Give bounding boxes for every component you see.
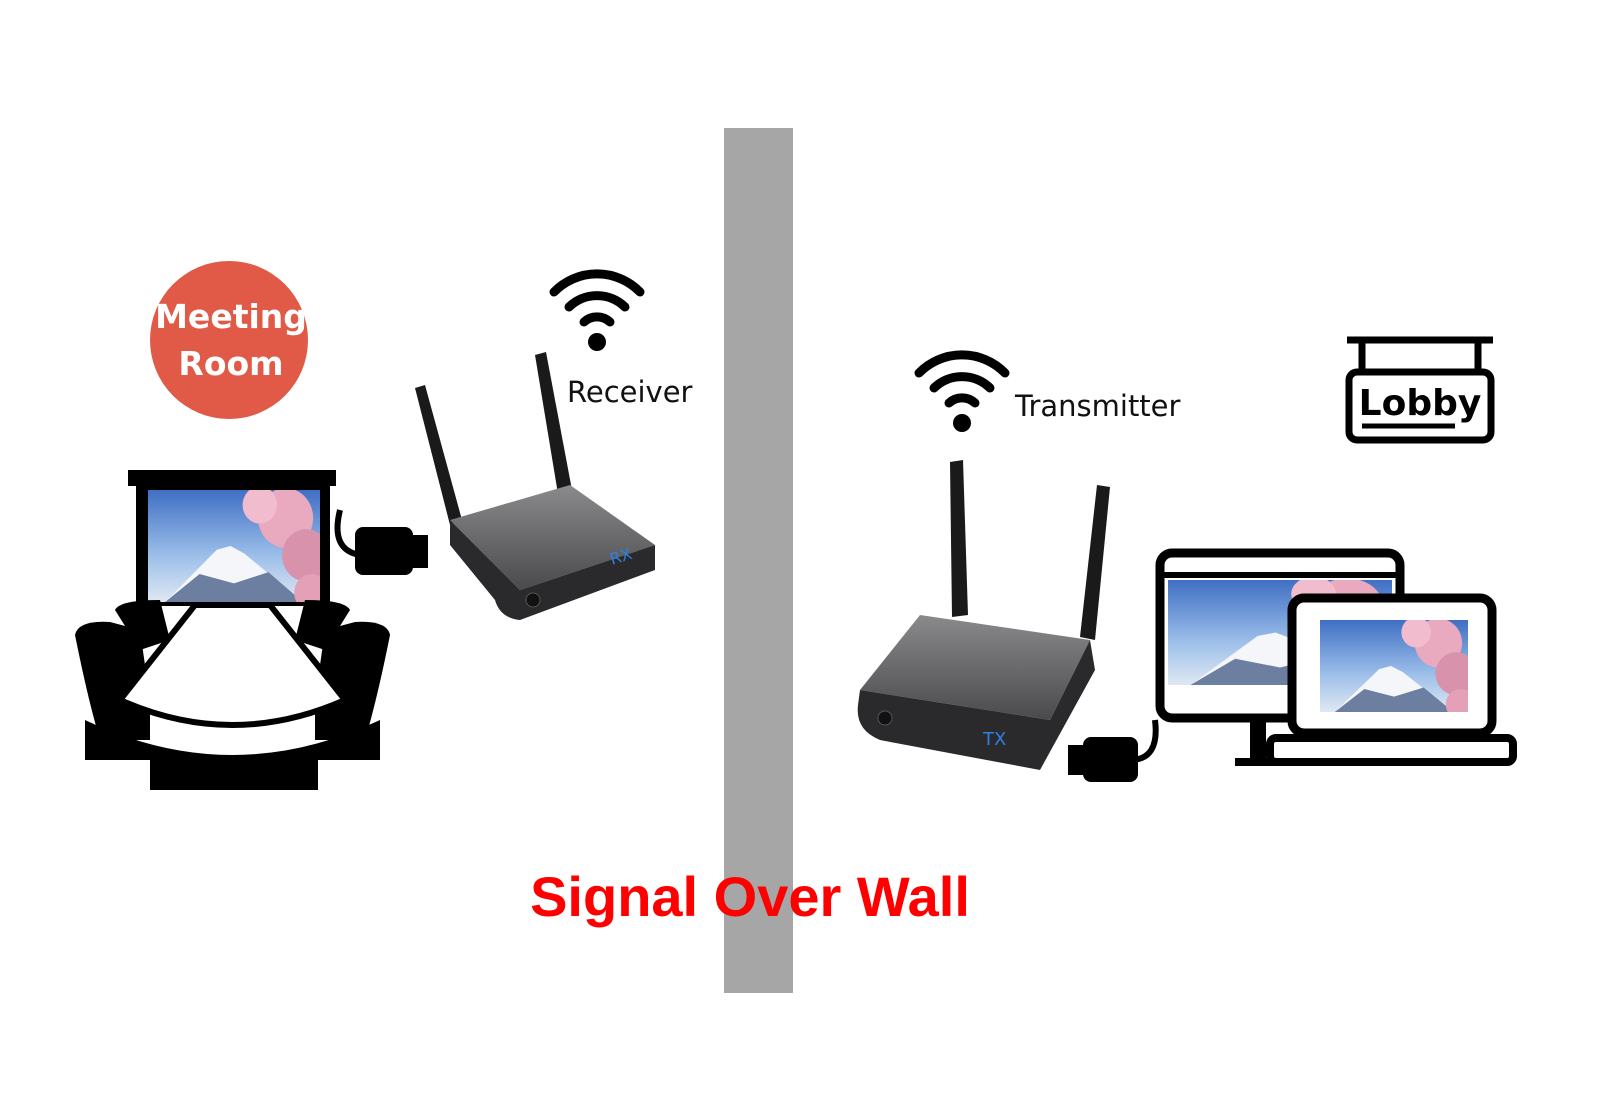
receiver-wifi-icon: [554, 274, 640, 351]
meeting-room-line1: Meeting: [155, 297, 307, 336]
transmitter-wifi-icon: [919, 355, 1005, 432]
transmitter-label: Transmitter: [1014, 389, 1181, 423]
hdmi-cable-icon: [334, 509, 428, 575]
tx-badge: TX: [982, 729, 1006, 750]
wall: [724, 128, 793, 993]
lobby-sign: Lobby: [1345, 336, 1495, 444]
receiver-label: Receiver: [567, 375, 693, 409]
lobby-label: Lobby: [1359, 383, 1482, 424]
diagram-title: Signal Over Wall: [530, 865, 970, 928]
transmitter-device: TX: [857, 460, 1110, 770]
hdmi-cable-icon: [1068, 719, 1159, 782]
conference-table-icon: [75, 470, 390, 790]
meeting-room-badge: Meeting Room: [150, 261, 308, 419]
meeting-room-line2: Room: [178, 344, 283, 383]
monitor-laptop-icon: [1155, 548, 1517, 766]
receiver-device: RX: [415, 352, 655, 620]
